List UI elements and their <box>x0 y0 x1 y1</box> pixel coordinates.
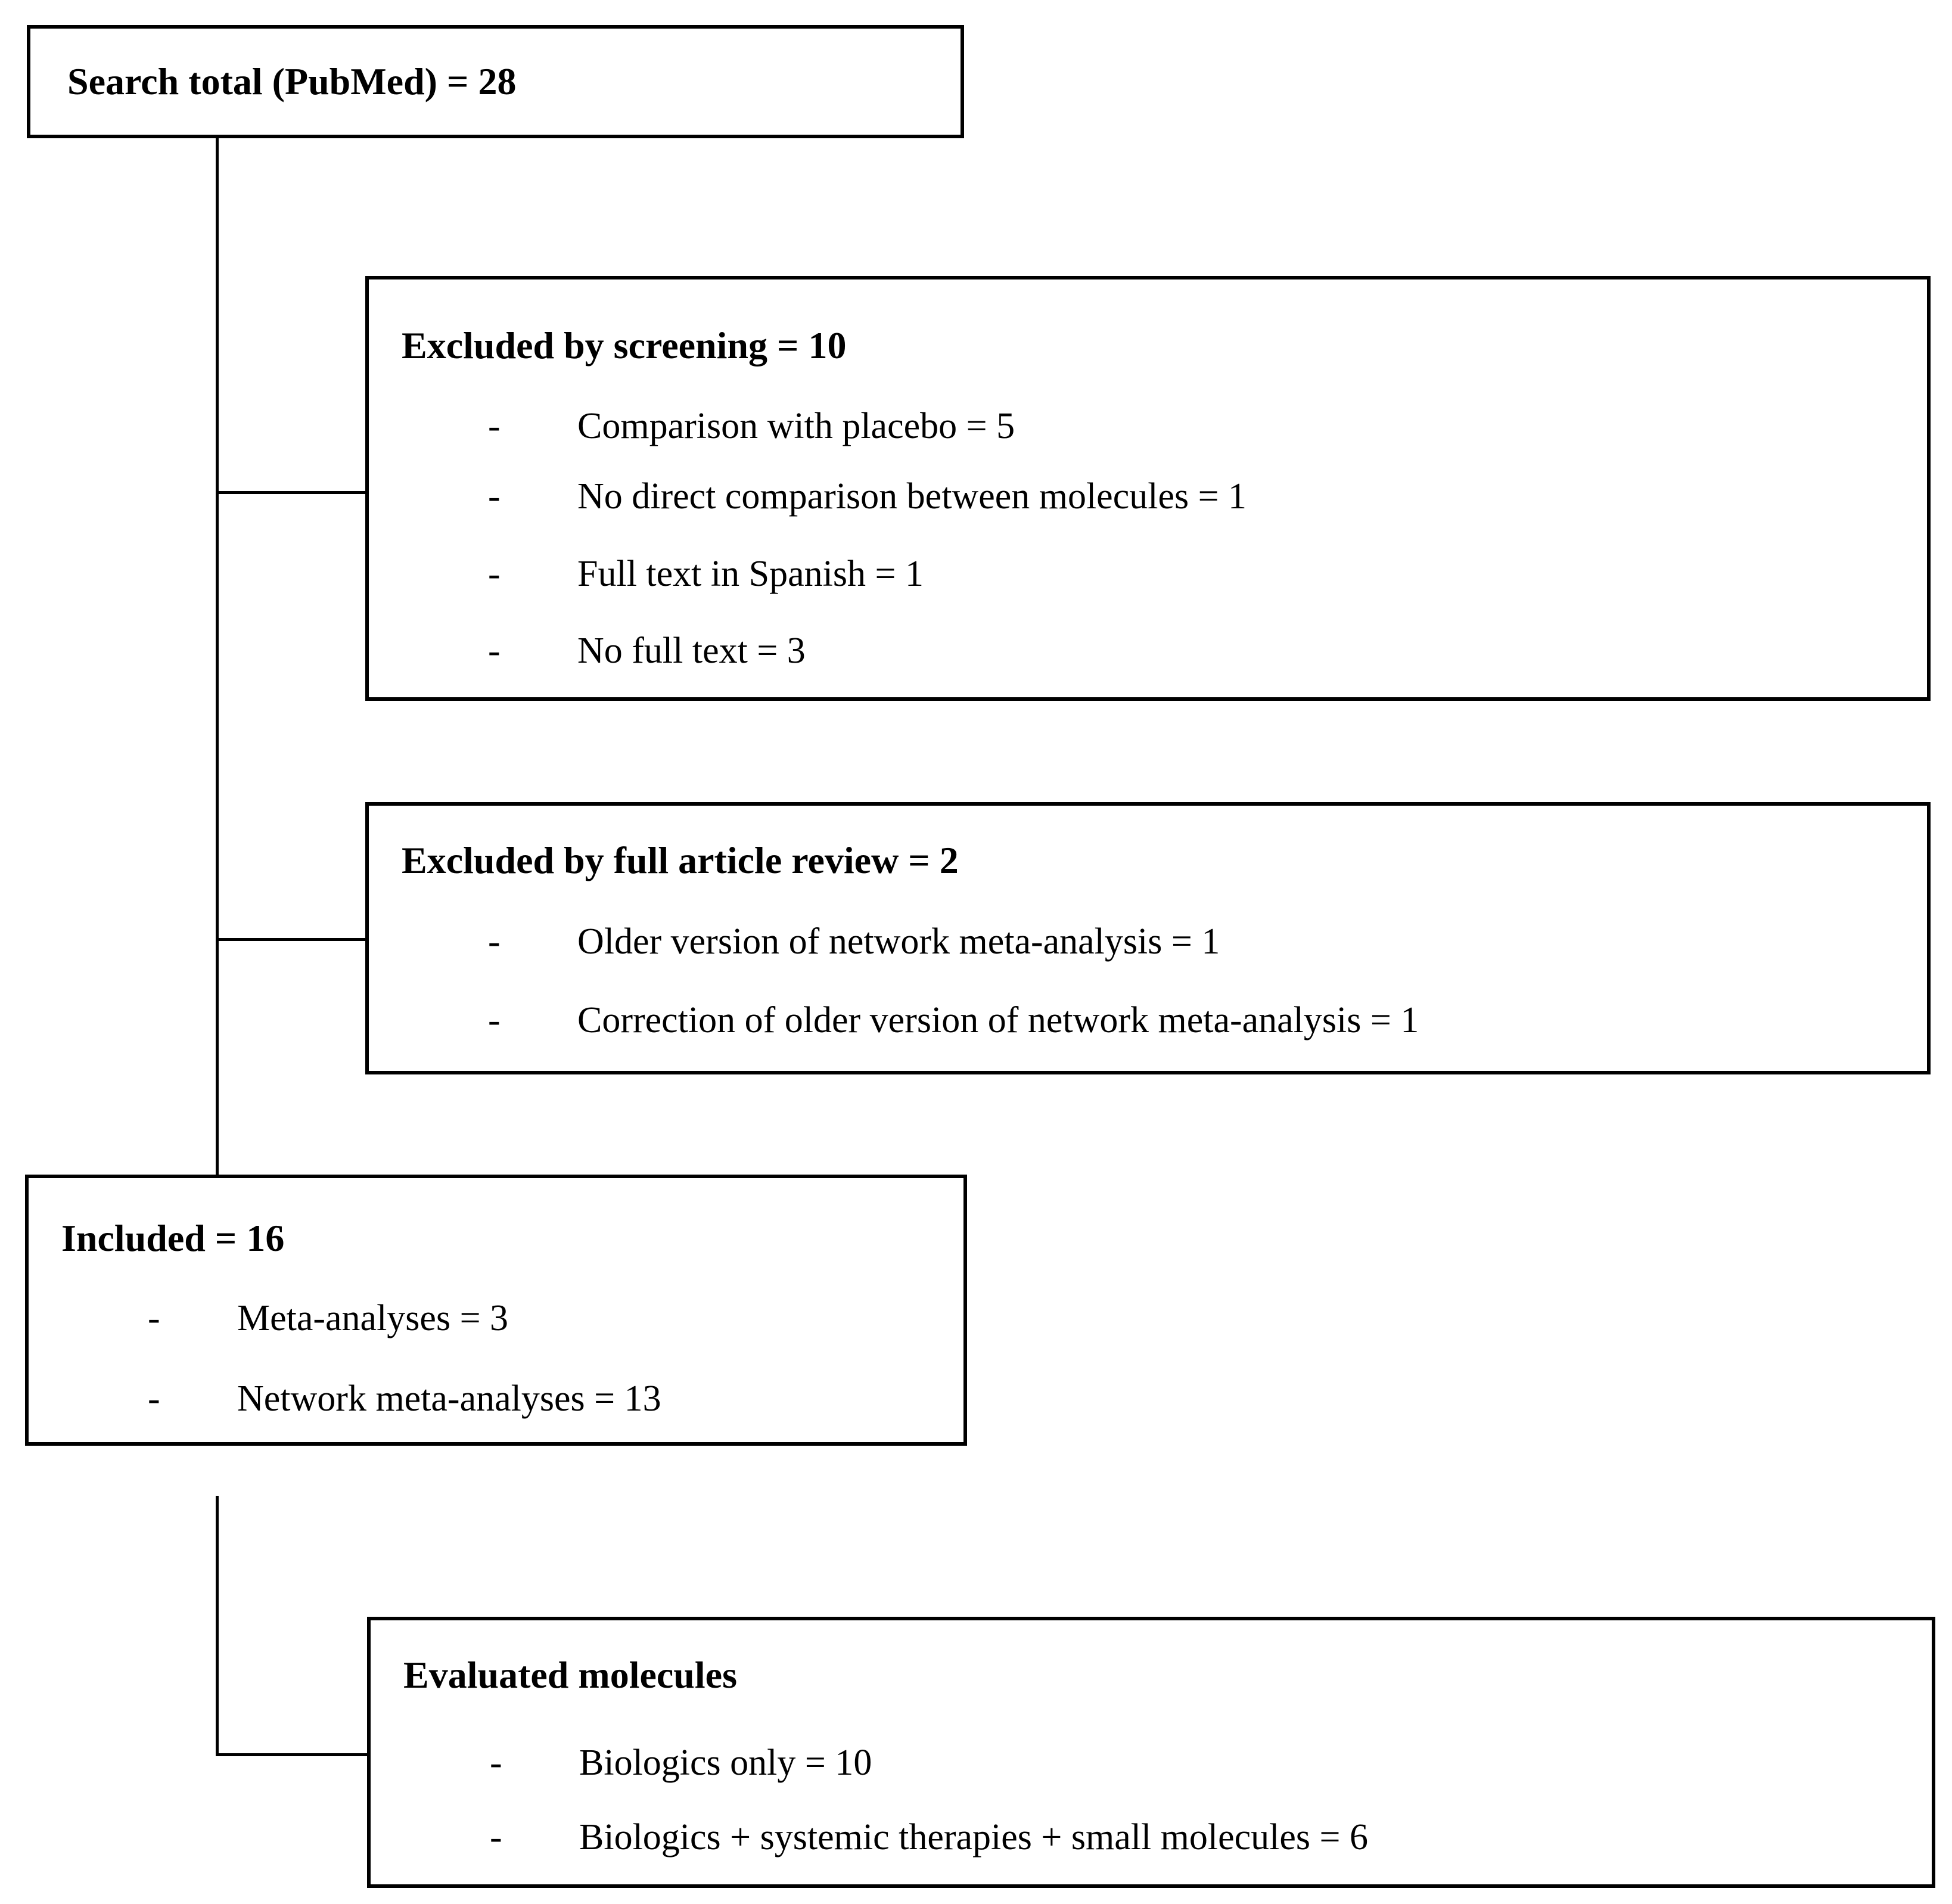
dash-bullet: - <box>490 1817 502 1858</box>
list-item: - Full text in Spanish = 1 <box>369 552 1927 595</box>
list-item-text: Biologics + systemic therapies + small m… <box>579 1817 1369 1858</box>
list-item-text: Full text in Spanish = 1 <box>577 554 924 594</box>
list-item-text: Biologics only = 10 <box>579 1743 872 1783</box>
list-item: - No direct comparison between molecules… <box>369 475 1927 518</box>
box-search-total: Search total (PubMed) = 28 <box>27 25 964 138</box>
dash-bullet: - <box>490 1743 502 1783</box>
list-item: - Biologics only = 10 <box>371 1741 1932 1784</box>
box-included-title: Included = 16 <box>61 1217 285 1259</box>
dash-bullet: - <box>148 1378 160 1419</box>
box-search-total-title: Search total (PubMed) = 28 <box>67 60 517 103</box>
connector-branch-evaluated-molecules <box>216 1753 369 1756</box>
list-item-text: Comparison with placebo = 5 <box>577 406 1015 446</box>
connector-trunk-top <box>216 138 219 1175</box>
connector-branch-excluded-full-review <box>216 938 365 941</box>
list-item-text: Correction of older version of network m… <box>577 1000 1419 1040</box>
list-item-text: No full text = 3 <box>577 630 806 671</box>
list-item: - Older version of network meta-analysis… <box>369 920 1927 963</box>
list-item: - Network meta-analyses = 13 <box>29 1377 963 1420</box>
box-evaluated-molecules-title: Evaluated molecules <box>403 1654 737 1696</box>
box-evaluated-molecules: Evaluated molecules - Biologics only = 1… <box>367 1617 1935 1888</box>
dash-bullet: - <box>148 1298 160 1338</box>
connector-trunk-bottom <box>216 1496 219 1756</box>
list-item-text: Older version of network meta-analysis =… <box>577 921 1220 962</box>
list-item: - No full text = 3 <box>369 629 1927 672</box>
list-item: - Comparison with placebo = 5 <box>369 405 1927 448</box>
box-excluded-full-review: Excluded by full article review = 2 - Ol… <box>365 802 1931 1074</box>
list-item: - Biologics + systemic therapies + small… <box>371 1816 1932 1859</box>
box-excluded-full-review-title: Excluded by full article review = 2 <box>402 839 959 881</box>
list-item-text: Meta-analyses = 3 <box>237 1298 509 1338</box>
box-excluded-screening: Excluded by screening = 10 - Comparison … <box>365 276 1931 701</box>
connector-branch-excluded-screening <box>216 491 365 494</box>
dash-bullet: - <box>488 630 501 671</box>
dash-bullet: - <box>488 1000 501 1040</box>
list-item-text: Network meta-analyses = 13 <box>237 1378 661 1419</box>
dash-bullet: - <box>488 554 501 594</box>
list-item-text: No direct comparison between molecules =… <box>577 476 1247 517</box>
box-excluded-screening-title: Excluded by screening = 10 <box>402 324 847 366</box>
box-included: Included = 16 - Meta-analyses = 3 - Netw… <box>25 1175 967 1446</box>
list-item: - Correction of older version of network… <box>369 999 1927 1042</box>
dash-bullet: - <box>488 476 501 517</box>
dash-bullet: - <box>488 406 501 446</box>
dash-bullet: - <box>488 921 501 962</box>
list-item: - Meta-analyses = 3 <box>29 1297 963 1340</box>
